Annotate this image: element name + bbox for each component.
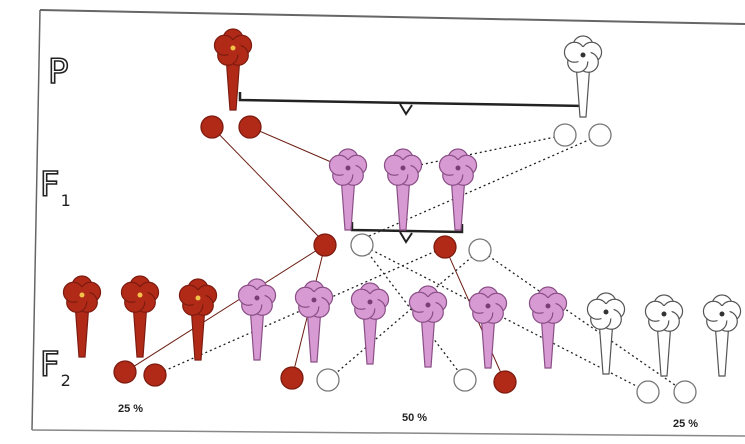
- flower-f2-pink-8: [468, 286, 508, 369]
- frame-left: [31, 9, 41, 431]
- connector-f1-white-a-to-f2-b: [361, 244, 649, 393]
- flower-f2-pink-9: [528, 286, 568, 369]
- flower-f2-red-2: [120, 275, 160, 358]
- generation-letter-f2: F: [39, 345, 60, 385]
- parent-cross-arrow: [399, 103, 413, 116]
- parent-cross-bracket: [238, 92, 587, 108]
- gamete-f1-white-2: [468, 238, 492, 262]
- ratio-pink: 50 %: [402, 412, 428, 424]
- connector-f1-white-b-to-f2: [327, 249, 481, 381]
- flower-f2-red-1: [62, 275, 102, 358]
- gamete-f1-red-2: [433, 235, 457, 259]
- connector-p-red-to-f1: [249, 126, 346, 169]
- generation-label-f2: F2: [39, 345, 71, 390]
- gamete-f2-white-4: [673, 380, 697, 404]
- gamete-f2-red-2: [143, 363, 167, 387]
- gamete-p-white-1: [553, 123, 577, 147]
- flower-p-white: [563, 35, 603, 118]
- generation-label-p: P: [47, 52, 69, 92]
- flower-p-red: [213, 28, 253, 111]
- generation-sub-f2: 2: [60, 371, 71, 390]
- flower-f2-white-12: [702, 294, 742, 377]
- flower-f2-white-10: [586, 292, 626, 375]
- generation-letter-f1: F: [39, 165, 60, 205]
- gamete-f1-white-1: [350, 233, 374, 257]
- flower-f1-pink-1: [328, 148, 368, 231]
- ratio-white: 25 %: [673, 418, 699, 430]
- gamete-f2-red-3: [280, 366, 304, 390]
- frame-bottom: [31, 429, 745, 437]
- connector-p-red-to-f1-cross: [211, 126, 321, 239]
- gamete-f1-red-1: [313, 233, 337, 257]
- frame-top: [39, 9, 745, 25]
- flower-f1-pink-2: [383, 148, 423, 231]
- generation-letter-p: P: [47, 52, 69, 92]
- flower-f1-pink-3: [438, 148, 478, 231]
- gamete-f2-white-2: [453, 368, 477, 392]
- gamete-f2-red-1: [113, 360, 137, 384]
- generation-sub-f1: 1: [60, 191, 71, 210]
- connector-f1-white-b-to-f2-b: [479, 249, 686, 393]
- generation-label-f1: F1: [39, 165, 71, 210]
- gamete-f2-white-3: [636, 380, 660, 404]
- flower-f2-red-3: [178, 278, 218, 361]
- connector-p-white-to-f1-cross: [359, 134, 601, 241]
- flower-f2-pink-4: [237, 278, 277, 361]
- flower-f2-pink-5: [294, 280, 334, 363]
- connector-f1-white-a-to-f2: [361, 244, 466, 381]
- gamete-f2-red-4: [493, 370, 517, 394]
- connector-p-white-to-f1: [404, 134, 566, 169]
- gamete-f2-white-1: [316, 368, 340, 392]
- connector-f1-red-a-to-f2: [124, 244, 326, 373]
- f1-cross-arrow: [399, 231, 413, 244]
- flower-f2-pink-7: [408, 285, 448, 368]
- ratio-red: 25 %: [118, 403, 144, 415]
- flowers-layer: [62, 28, 742, 377]
- gamete-p-white-2: [588, 123, 612, 147]
- flower-f2-white-11: [644, 294, 684, 377]
- gametes-layer: [113, 115, 697, 404]
- gamete-p-red-1: [200, 115, 224, 139]
- f1-cross-bracket: [350, 222, 464, 234]
- gamete-p-red-2: [238, 115, 262, 139]
- flower-f2-pink-6: [350, 282, 390, 365]
